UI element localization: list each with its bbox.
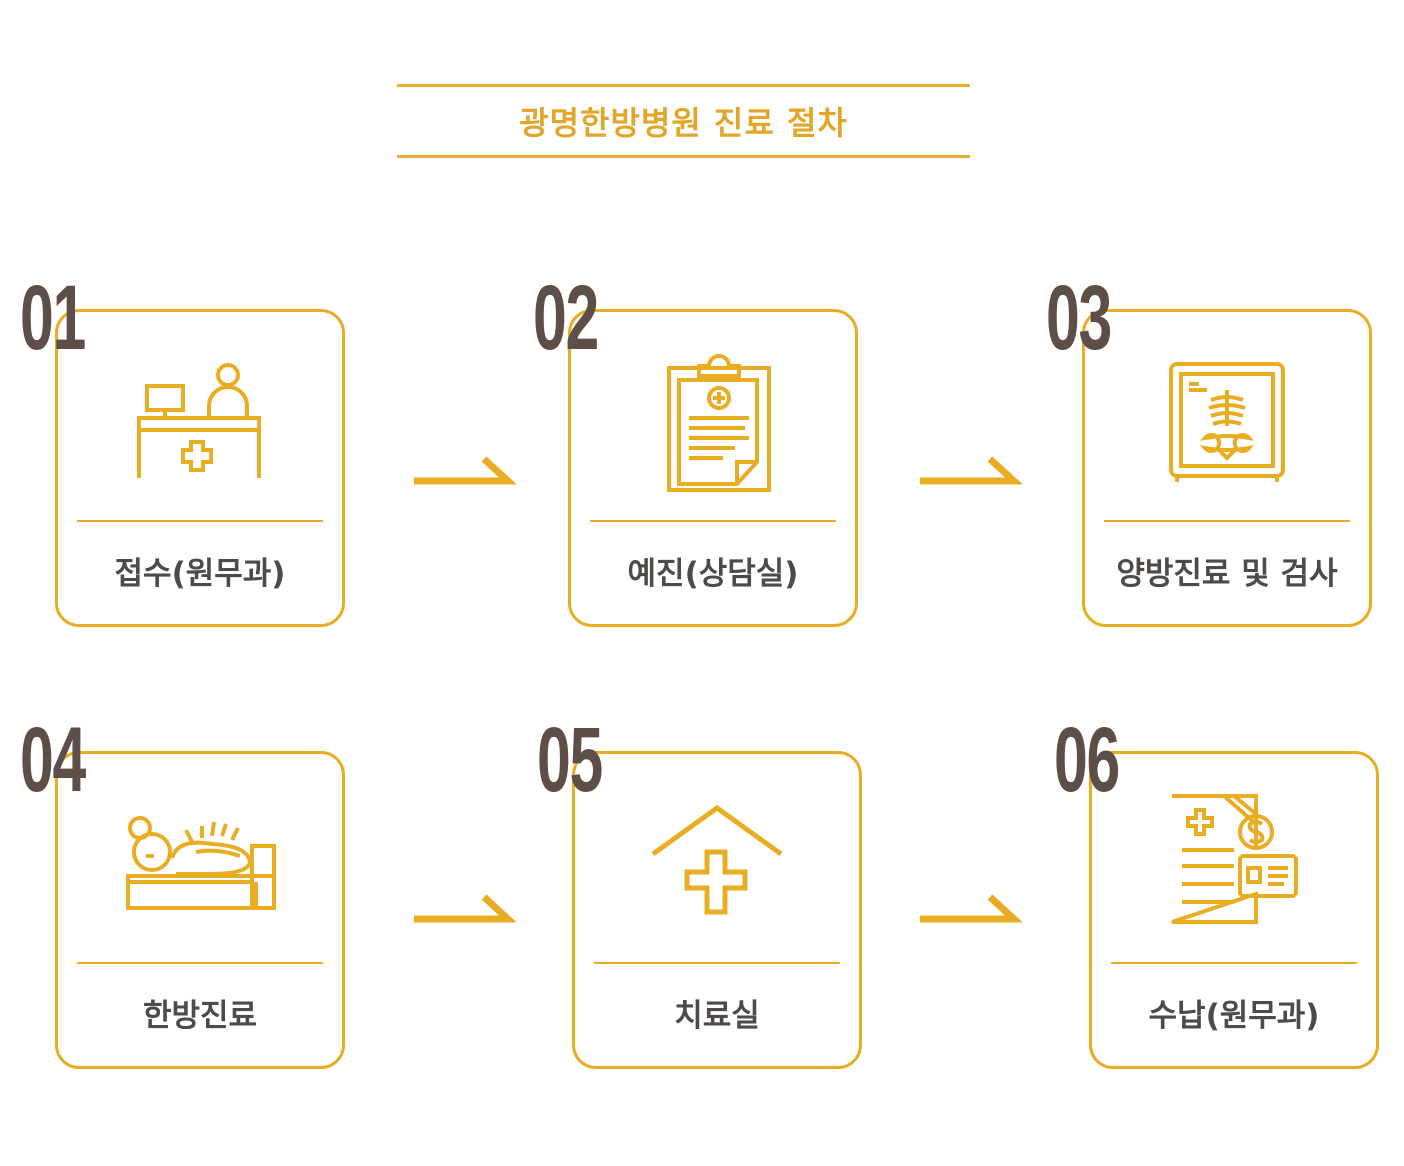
card-divider	[77, 962, 323, 964]
page-title: 광명한방병원 진료 절차	[519, 104, 848, 142]
step-label: 예진(상담실)	[627, 556, 799, 592]
step-label: 치료실	[674, 998, 760, 1034]
card-divider	[1111, 962, 1357, 964]
step-number: 01	[20, 267, 86, 369]
arrow-icon	[414, 456, 516, 485]
step-label: 한방진료	[142, 998, 258, 1034]
step-card-1: 접수(원무과)	[55, 309, 345, 627]
step-card-2: 예진(상담실)	[568, 309, 858, 627]
card-divider	[77, 520, 323, 522]
clinic-house-icon	[647, 802, 787, 926]
title-box: 광명한방병원 진료 절차	[397, 84, 970, 158]
step-label: 수납(원무과)	[1148, 998, 1320, 1034]
step-card-6: 수납(원무과)	[1089, 751, 1379, 1069]
reception-desk-icon	[135, 348, 265, 482]
step-card-4: 한방진료	[55, 751, 345, 1069]
step-label: 양방진료 및 검사	[1116, 556, 1338, 592]
arrow-icon	[920, 456, 1022, 485]
card-divider	[590, 520, 836, 522]
step-number: 06	[1054, 709, 1120, 811]
step-card-3: 양방진료 및 검사	[1082, 309, 1372, 627]
step-label: 접수(원무과)	[114, 556, 286, 592]
clipboard-icon	[653, 346, 773, 500]
card-divider	[1104, 520, 1350, 522]
step-number: 03	[1046, 267, 1112, 369]
step-card-5: 치료실	[572, 751, 862, 1069]
step-number: 04	[20, 709, 86, 811]
arrow-icon	[920, 894, 1022, 923]
arrow-icon	[414, 894, 516, 923]
step-number: 02	[533, 267, 599, 369]
card-divider	[594, 962, 840, 964]
xray-icon	[1167, 360, 1287, 490]
medical-bill-icon	[1164, 790, 1304, 934]
acupuncture-patient-icon	[122, 812, 278, 916]
step-number: 05	[537, 709, 603, 811]
